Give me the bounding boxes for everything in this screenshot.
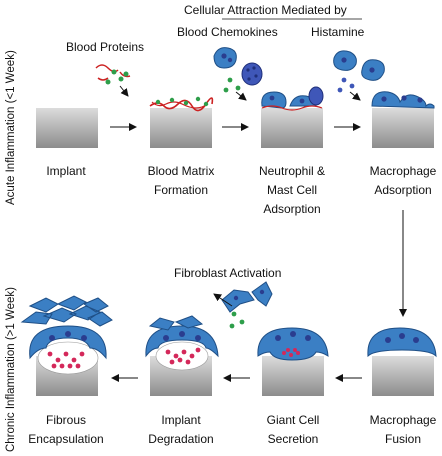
fibroblast-floating-icon — [221, 281, 273, 313]
row-label-chronic: Chronic Inflammation (>1 Week) — [5, 287, 17, 452]
stage-label-blood-matrix: Formation — [154, 183, 208, 197]
stage-label-macrophage-adsorption: Macrophage — [370, 164, 437, 178]
stage-label-degradation: Degradation — [148, 432, 213, 446]
stage-label-fibrous: Encapsulation — [28, 432, 103, 446]
histamine-dot — [341, 77, 347, 83]
stage-label-neutrophil: Mast Cell — [267, 183, 317, 197]
histamine-dot — [349, 83, 355, 89]
label-fibroblast-activation: Fibroblast Activation — [174, 266, 281, 280]
stage-label-giant-cell: Secretion — [268, 432, 319, 446]
blood-matrix-icon — [149, 96, 214, 112]
label-histamine: Histamine — [311, 25, 365, 39]
implant-block-icon — [372, 356, 434, 396]
chemokine-dot — [235, 85, 241, 91]
implant-block-icon — [372, 108, 434, 148]
macrophage-fusion-icon — [367, 327, 437, 358]
arrow-down-icon — [349, 91, 361, 101]
header-cellular-attraction: Cellular Attraction Mediated by — [184, 3, 347, 17]
stage-label-neutrophil: Adsorption — [263, 202, 320, 216]
stage-label-degradation: Implant — [161, 413, 201, 427]
degradation-icon — [145, 325, 219, 371]
implant-block-icon — [262, 356, 324, 396]
fibroblast-arriving-icon — [148, 315, 204, 331]
neutrophil-adsorbed-icon — [261, 86, 324, 111]
stage-label-macrophage-adsorption: Adsorption — [374, 183, 431, 197]
fibrous-capsule-icon — [20, 295, 113, 375]
chemokine-dot — [223, 87, 229, 93]
mast-cell-icon — [241, 62, 263, 86]
giant-cell-icon — [257, 327, 329, 361]
stage-label-neutrophil: Neutrophil & — [259, 164, 325, 178]
blood-proteins-icon — [95, 64, 131, 85]
stage-label-implant: Implant — [46, 164, 86, 178]
implant-block-icon — [36, 108, 98, 148]
stage-label-giant-cell: Giant Cell — [267, 413, 320, 427]
label-blood-chemokines: Blood Chemokines — [177, 25, 278, 39]
fibroblast-factor-dot — [229, 323, 235, 329]
arrow-down-icon — [235, 91, 247, 101]
label-blood-proteins: Blood Proteins — [66, 40, 144, 54]
neutrophil-floating-icon — [213, 47, 237, 69]
fibroblast-factor-dot — [239, 319, 245, 325]
stage-label-fibrous: Fibrous — [46, 413, 86, 427]
chemokine-dot — [227, 77, 233, 83]
stage-label-fusion: Fusion — [385, 432, 421, 446]
implant-block-icon — [150, 108, 212, 148]
row-label-acute: Acute Inflammation (<1 Week) — [5, 50, 17, 205]
macrophage-floating-icon — [333, 50, 385, 81]
stage-label-blood-matrix: Blood Matrix — [148, 164, 215, 178]
arrow-up-icon — [213, 293, 233, 307]
fibroblast-factor-dot — [231, 311, 237, 317]
stage-label-fusion: Macrophage — [370, 413, 437, 427]
histamine-dot — [337, 87, 343, 93]
macrophage-adsorbed-icon — [371, 91, 435, 109]
arrow-down-icon — [119, 85, 129, 97]
implant-block-icon — [261, 108, 323, 148]
